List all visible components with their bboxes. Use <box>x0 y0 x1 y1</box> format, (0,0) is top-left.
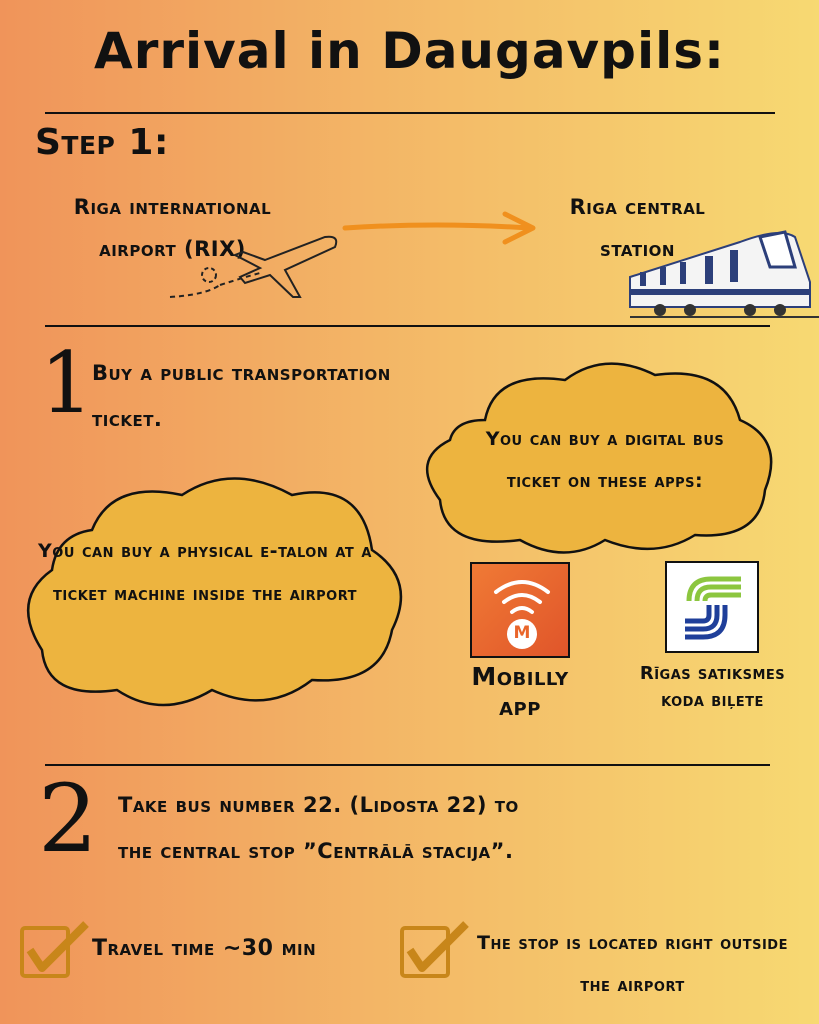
step-number-2: 2 <box>38 765 98 874</box>
arrow-icon <box>342 211 536 245</box>
rigas-satiksme-app-icon[interactable] <box>665 561 759 653</box>
destination-label: Riga central station <box>569 195 706 261</box>
divider <box>45 325 770 327</box>
step-number-1: 1 <box>40 334 94 432</box>
mobilly-logo-letter: M <box>513 623 531 643</box>
divider <box>45 764 770 766</box>
airplane-icon <box>169 235 338 298</box>
step-heading: Step 1: <box>35 122 169 163</box>
travel-time-text: Travel time ~30 min <box>92 936 317 961</box>
checkbox-icon <box>20 921 89 978</box>
cloud-digital <box>425 362 773 554</box>
stop-location-text: The stop is located right outside the ai… <box>477 932 788 996</box>
checkbox-icon <box>400 921 469 978</box>
step-2-text: Take bus number 22. (Lidosta 22) to the … <box>118 793 519 863</box>
origin-label: Riga international airport (RIX) <box>73 195 272 261</box>
mobilly-app-label: Mobilly app <box>471 662 569 721</box>
physical-ticket-text: You can buy a physical e-talon at a tick… <box>38 540 372 605</box>
train-icon <box>629 230 819 318</box>
digital-ticket-text: You can buy a digital bus ticket on thes… <box>485 428 725 492</box>
mobilly-app-icon[interactable]: M <box>470 562 570 658</box>
rigas-satiksme-app-label: Rīgas satiksmes koda biļete <box>639 663 786 711</box>
page-title: Arrival in Daugavpils: <box>94 22 725 80</box>
step-1-text: Buy a public transportation ticket. <box>92 361 391 431</box>
divider <box>45 112 775 114</box>
cloud-physical <box>26 477 403 707</box>
